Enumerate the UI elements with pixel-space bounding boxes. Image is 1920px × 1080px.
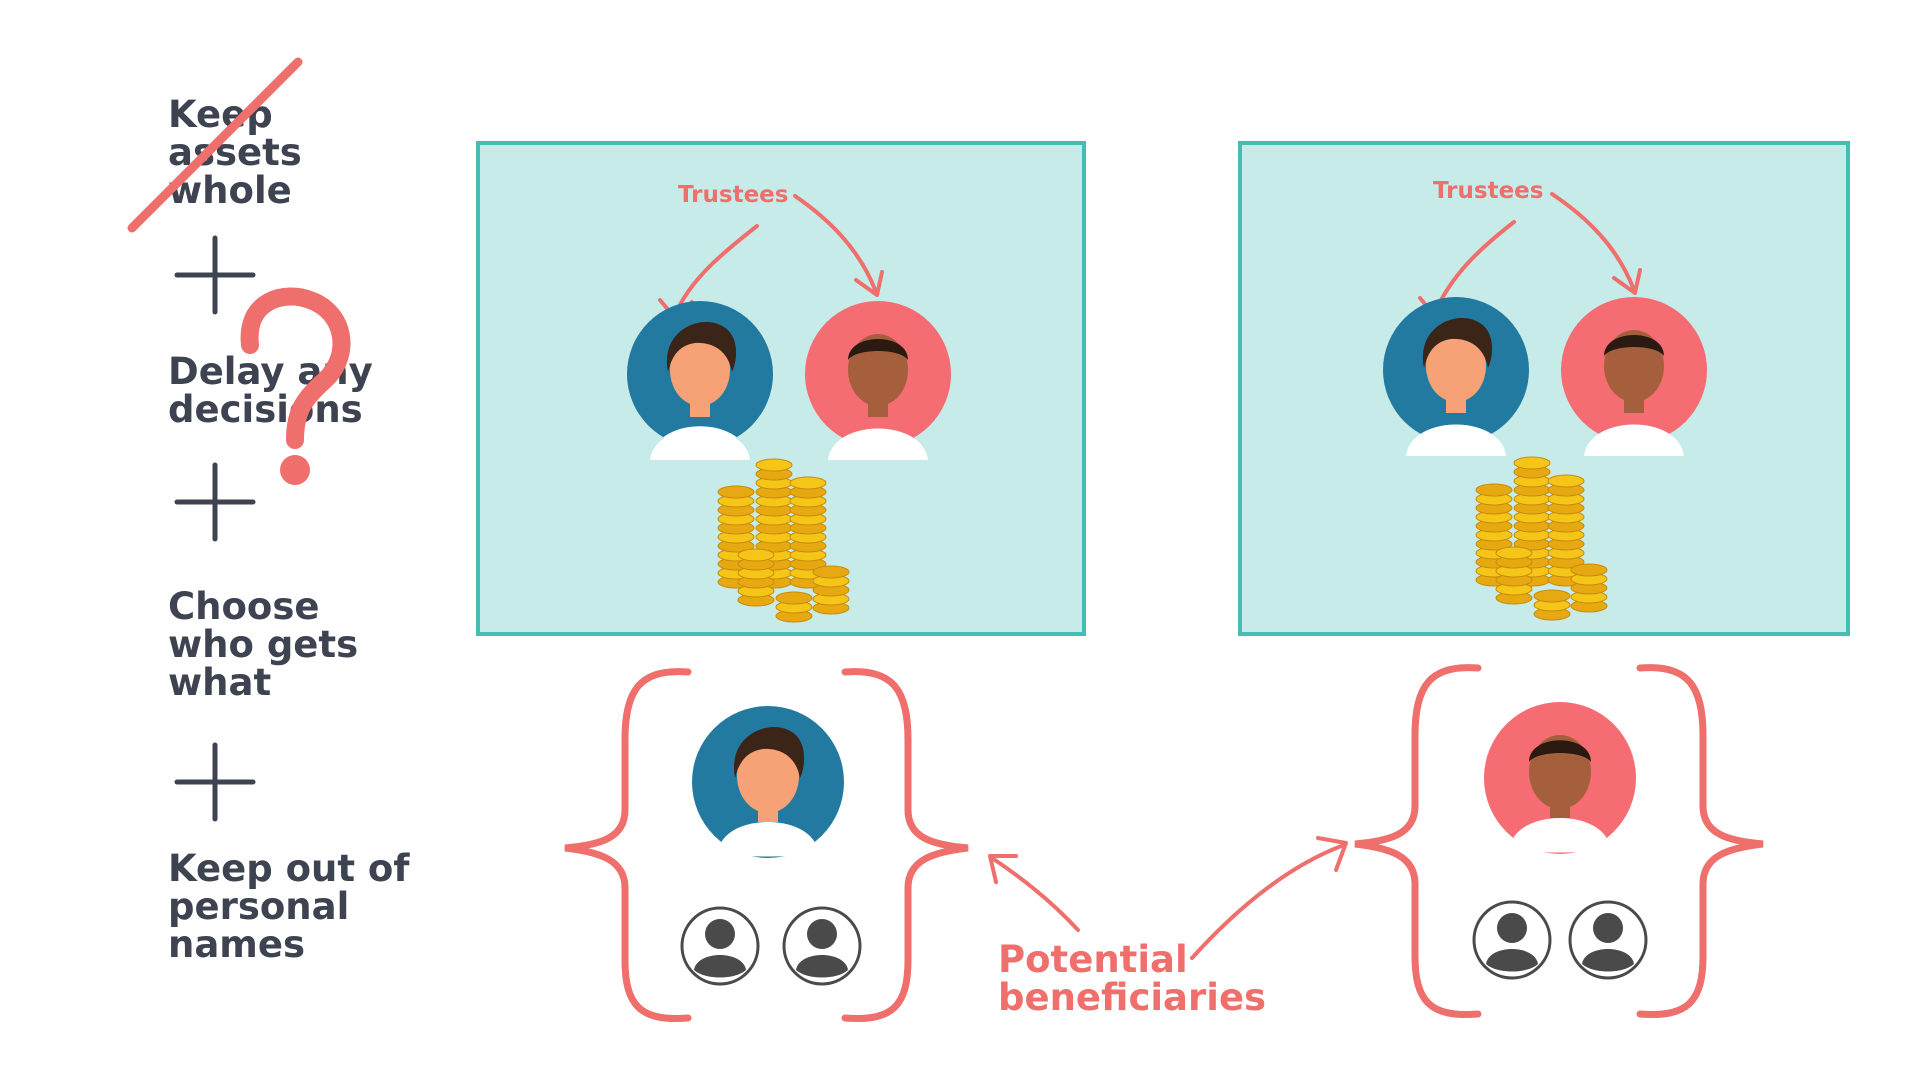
step-line: what bbox=[168, 661, 272, 704]
step-line: whole bbox=[168, 169, 292, 212]
arrowhead bbox=[988, 854, 1018, 884]
step-keep-out-of-personal-names: Keep out of personal names bbox=[168, 850, 409, 964]
arrow-to-right-group bbox=[1190, 843, 1346, 960]
arrowhead bbox=[1316, 836, 1348, 872]
trustees-label: Trustees bbox=[1433, 178, 1543, 204]
arrowhead bbox=[854, 270, 884, 297]
trustee-avatar-woman bbox=[1383, 297, 1529, 456]
generic-user-icon bbox=[782, 906, 862, 986]
arrowhead bbox=[1612, 268, 1642, 295]
generic-user-icon bbox=[680, 906, 760, 986]
trustee-avatar-woman bbox=[627, 301, 773, 460]
step-line: decisions bbox=[168, 388, 363, 431]
coin-stack-icon bbox=[1475, 456, 1608, 621]
step-line: Choose bbox=[168, 585, 320, 628]
strikethrough-line bbox=[127, 57, 303, 233]
trustee-avatar-man bbox=[1561, 297, 1707, 456]
right-brace bbox=[1636, 664, 1764, 1019]
step-line: personal bbox=[168, 885, 350, 928]
beneficiary-avatar-man bbox=[1484, 702, 1636, 854]
arrow-to-trustee-2 bbox=[1550, 192, 1636, 292]
step-line: who gets bbox=[168, 623, 359, 666]
step-line: Keep out of bbox=[168, 847, 410, 890]
left-brace bbox=[564, 668, 692, 1023]
beneficiaries-label-line2: beneficiaries bbox=[998, 976, 1266, 1019]
plus-icon bbox=[174, 742, 256, 822]
plus-icon bbox=[174, 235, 256, 315]
question-mark-icon bbox=[240, 287, 351, 485]
trustees-label: Trustees bbox=[678, 182, 788, 208]
step-line: names bbox=[168, 923, 305, 966]
plus-icon bbox=[174, 462, 256, 542]
generic-user-icon bbox=[1568, 900, 1648, 980]
beneficiary-avatar-woman bbox=[692, 706, 844, 858]
arrow-to-left-group bbox=[990, 856, 1080, 932]
left-brace bbox=[1354, 664, 1482, 1019]
step-choose-who-gets-what: Choose who gets what bbox=[168, 588, 358, 702]
right-brace bbox=[841, 668, 969, 1023]
arrow-to-trustee-2 bbox=[793, 194, 878, 294]
beneficiaries-label-line1: Potential bbox=[998, 938, 1188, 981]
generic-user-icon bbox=[1472, 900, 1552, 980]
trustee-avatar-man bbox=[805, 301, 951, 460]
coin-stack-icon bbox=[717, 458, 850, 623]
